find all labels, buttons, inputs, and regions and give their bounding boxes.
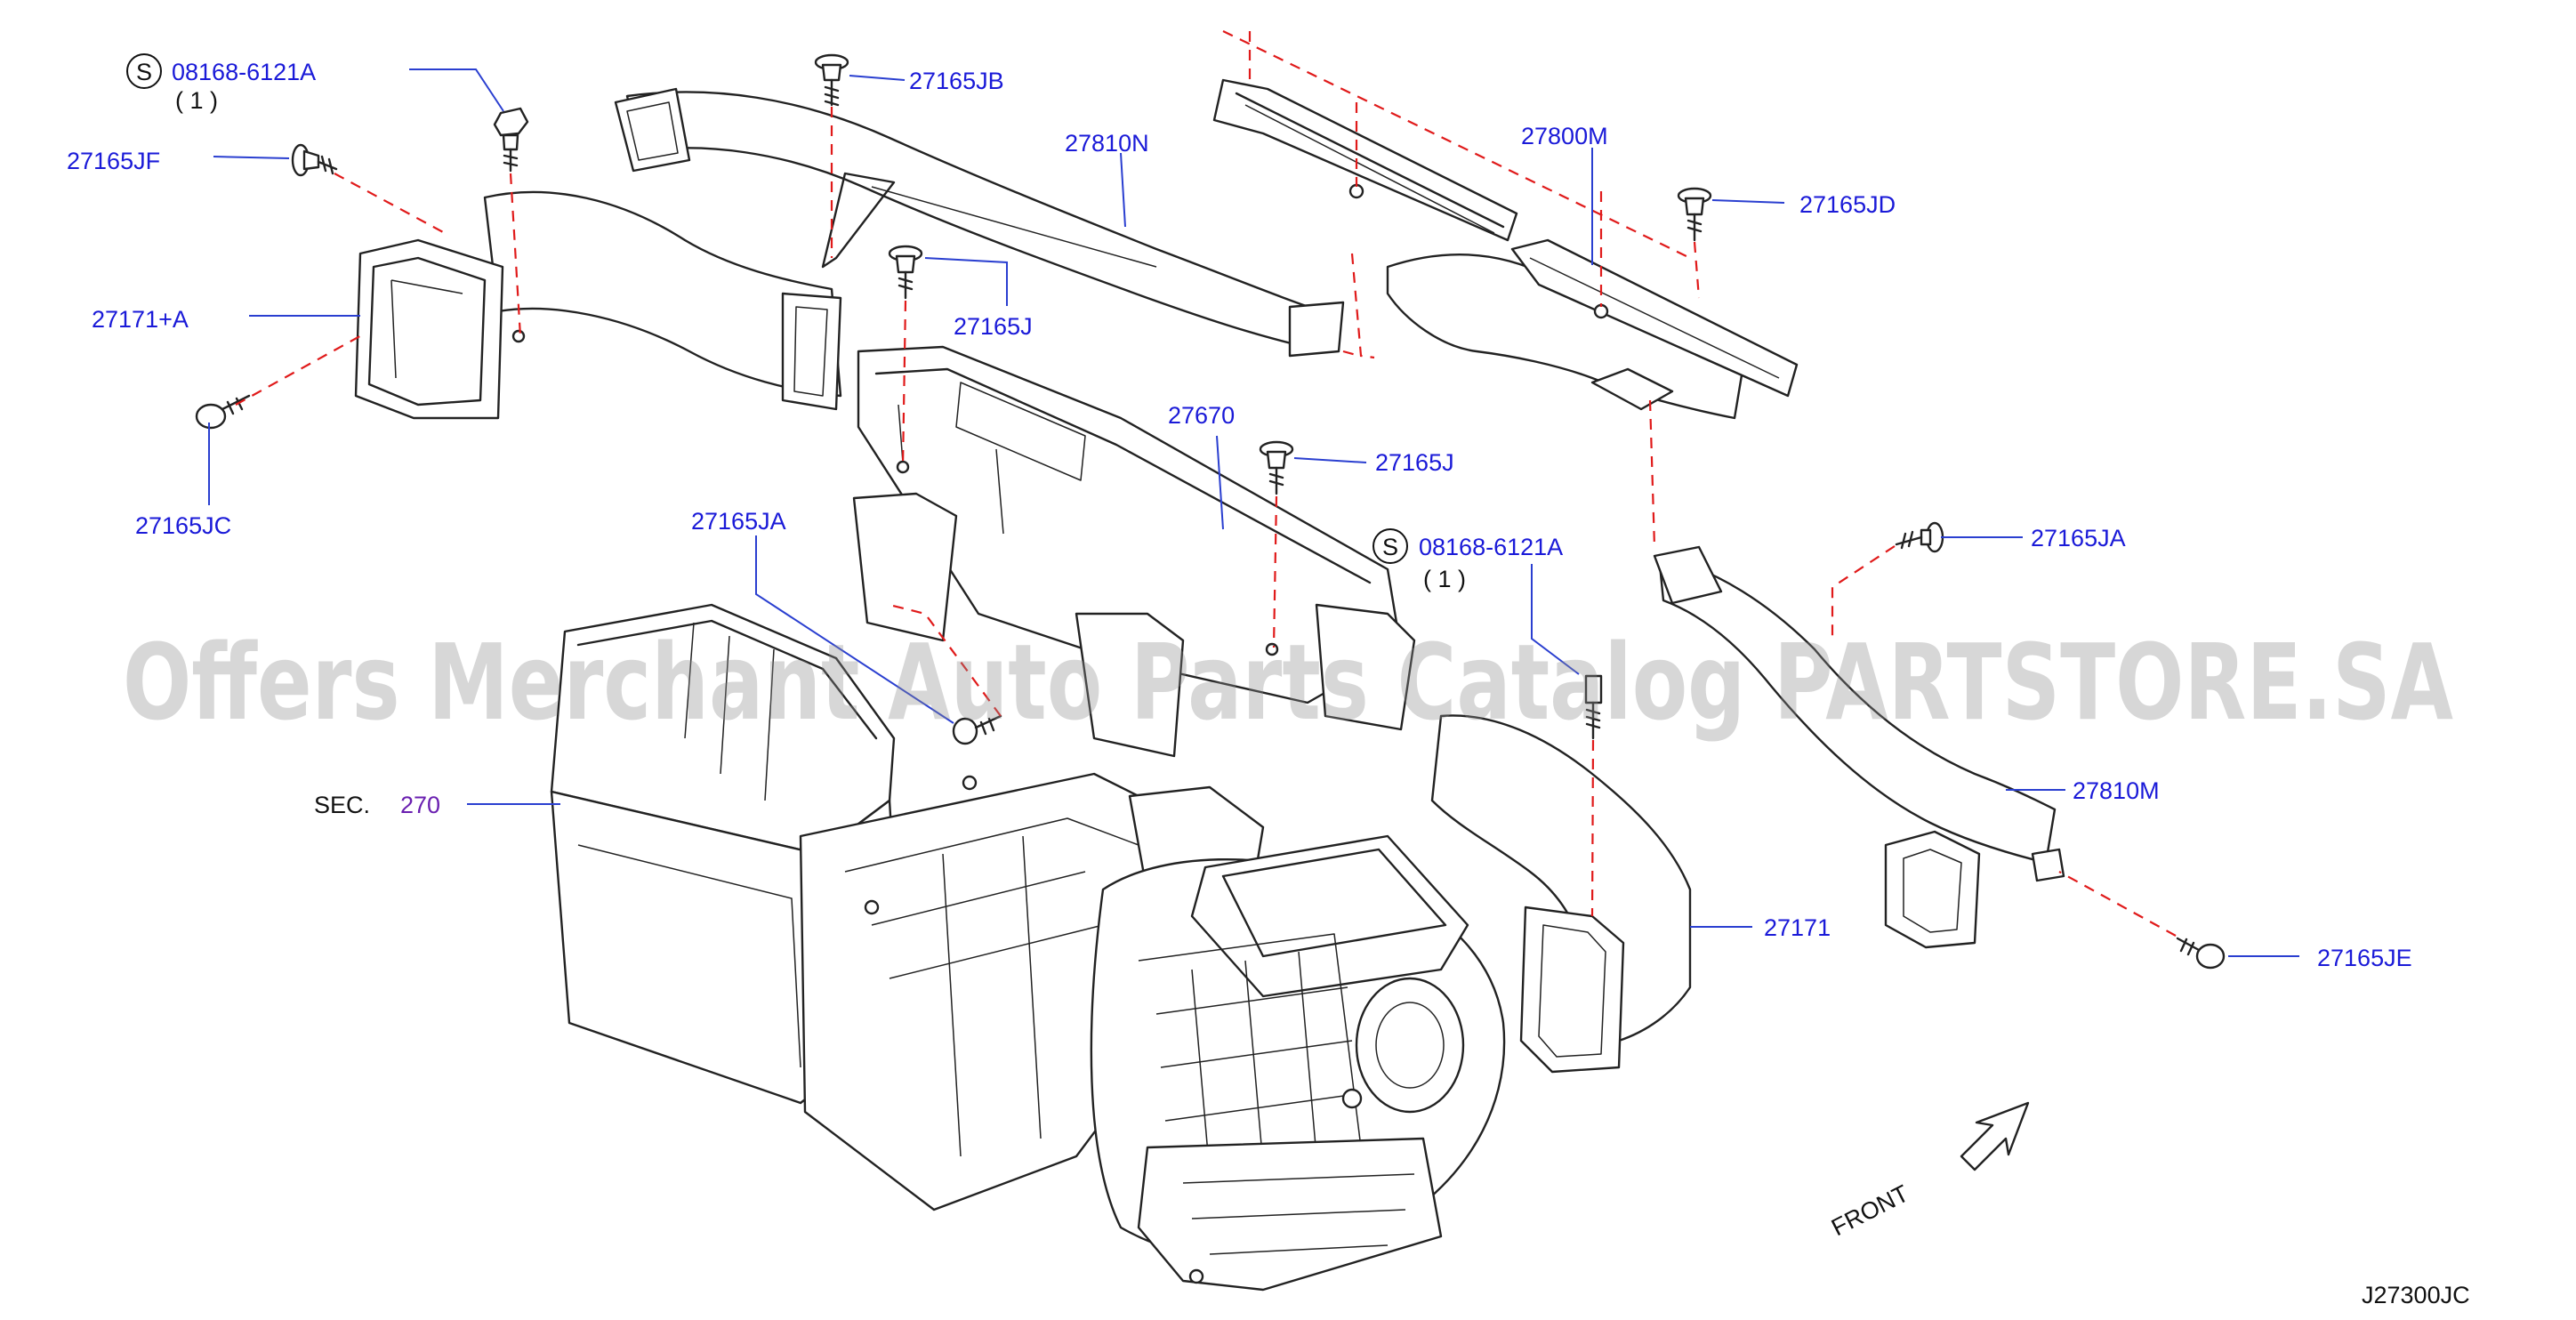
s-symbol-icon [126, 53, 162, 89]
fastener-27165ja-left-drawing [952, 714, 1002, 745]
fastener-27165jb-drawing [814, 53, 849, 107]
duct-27810n-drawing [614, 87, 1345, 358]
duct-27810m-drawing [1653, 545, 2065, 949]
section-reference: SEC. 270 [314, 792, 440, 818]
fastener-27165j-top-drawing [888, 245, 923, 300]
leader-lines [208, 68, 2299, 957]
duct-27171a-drawing [354, 190, 842, 420]
qty-08168-6121a-right: ( 1 ) [1423, 566, 1466, 592]
duct-27171-drawing [1430, 714, 1692, 1074]
bolt-08168-6121a-top-drawing [493, 107, 529, 173]
label-27165jc: 27165JC [135, 512, 231, 539]
fastener-27165jc-drawing [195, 394, 251, 430]
front-arrow-icon [1960, 1101, 2030, 1171]
label-27171: 27171 [1764, 914, 1831, 941]
nozzle-27800m-drawing [1212, 78, 1799, 420]
watermark-text: Offers Merchant Auto Parts Catalog PARTS… [123, 621, 2453, 744]
callout-08168-6121a-right: S 08168-6121A ( 1 ) [1373, 528, 1563, 592]
s-symbol-text: S [136, 59, 152, 85]
label-27165jf: 27165JF [67, 148, 160, 174]
label-27165ja-right: 27165JA [2031, 525, 2126, 551]
fastener-27165jd-drawing [1677, 187, 1712, 242]
heater-unit-drawing [550, 603, 1506, 1292]
fastener-27165j-mid-drawing [1259, 440, 1294, 495]
label-27165jd: 27165JD [1799, 191, 1896, 218]
callout-08168-6121a-top: S 08168-6121A ( 1 ) [126, 53, 316, 114]
label-27165ja-left: 27165JA [691, 508, 786, 535]
front-label: FRONT [1827, 1179, 1912, 1241]
label-27810m: 27810M [2073, 777, 2160, 804]
label-27810n: 27810N [1065, 130, 1149, 157]
alignment-lines [235, 30, 2177, 937]
fastener-27165ja-right-drawing [1895, 521, 1944, 553]
label-27800m: 27800M [1521, 123, 1608, 149]
fastener-27165jf-drawing [291, 143, 338, 177]
label-08168-6121a-top: 08168-6121A [172, 59, 316, 85]
label-27165j-mid: 27165J [1375, 449, 1454, 476]
section-prefix: SEC. [314, 792, 370, 818]
label-27165j-top: 27165J [954, 313, 1033, 340]
s-symbol-text: S [1382, 534, 1398, 560]
diagram-code: J27300JC [2362, 1282, 2470, 1308]
label-08168-6121a-right: 08168-6121A [1419, 534, 1563, 560]
section-number: 270 [400, 792, 440, 818]
s-symbol-icon [1373, 528, 1408, 564]
fastener-27165je-drawing [2176, 937, 2226, 970]
label-27670: 27670 [1168, 402, 1235, 429]
distribution-27670-drawing [852, 345, 1416, 758]
label-27165jb: 27165JB [909, 68, 1004, 94]
qty-08168-6121a-top: ( 1 ) [175, 87, 218, 114]
label-27171a: 27171+A [92, 306, 189, 333]
label-27165je: 27165JE [2317, 945, 2412, 971]
bolt-08168-6121a-right-drawing [1584, 674, 1603, 740]
